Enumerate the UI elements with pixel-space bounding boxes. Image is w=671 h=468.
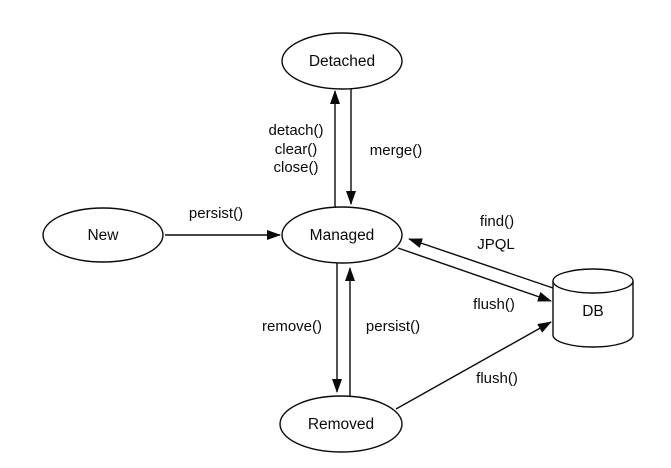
node-managed-ellipse: [281, 206, 403, 264]
label-flush-removed: flush(): [476, 370, 518, 387]
label-jpql: JPQL: [477, 236, 515, 253]
label-remove: remove(): [262, 318, 322, 335]
node-removed-label: Removed: [308, 416, 374, 433]
node-detached-ellipse: [281, 32, 403, 90]
label-find: find(): [480, 213, 514, 230]
node-new-label: New: [87, 227, 119, 244]
label-flush-managed: flush(): [473, 296, 515, 313]
label-persist-removed: persist(): [366, 318, 420, 335]
db-cylinder-top: [552, 268, 634, 294]
edge-flush-managed-to-db: [397, 247, 552, 302]
label-close: close(): [273, 159, 318, 176]
node-db-label: DB: [582, 303, 604, 320]
node-managed-label: Managed: [310, 227, 375, 244]
node-db-cylinder: DB: [552, 268, 634, 348]
label-merge: merge(): [370, 142, 423, 159]
label-clear: clear(): [275, 141, 318, 158]
edge-flush-removed-to-db: [395, 321, 552, 410]
node-removed-ellipse: [279, 395, 403, 453]
node-new-ellipse: [42, 207, 164, 263]
node-detached-label: Detached: [309, 53, 375, 70]
label-persist-new: persist(): [189, 205, 243, 222]
label-detach: detach(): [268, 122, 323, 139]
edge-find-db-to-managed: [408, 238, 554, 289]
db-cylinder-body: [552, 281, 634, 348]
